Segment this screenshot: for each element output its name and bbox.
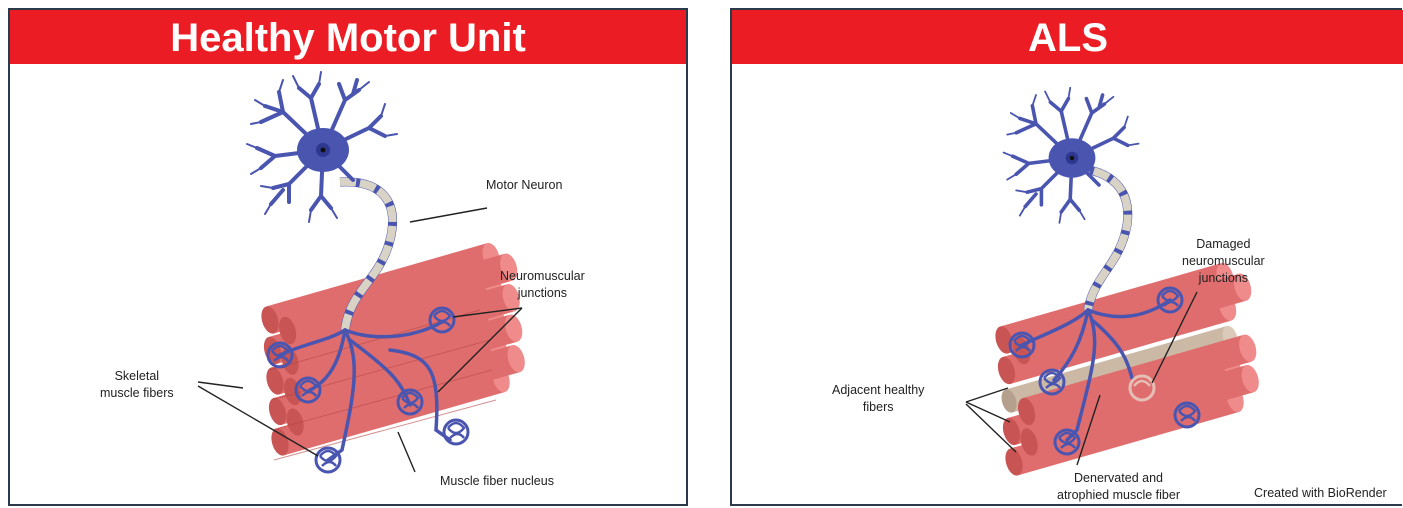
label-muscle-fiber-nucleus: Muscle fiber nucleus	[440, 473, 554, 490]
healthy-motor-unit-panel: Healthy Motor Unit	[8, 8, 688, 506]
als-muscle-fibers	[969, 257, 1283, 478]
als-axon	[1074, 168, 1128, 310]
als-illustration	[732, 10, 1403, 508]
als-panel: ALS	[730, 8, 1402, 506]
label-skeletal-line2: muscle fibers	[100, 385, 174, 402]
label-damaged-nmj: Damaged neuromuscular junctions	[1182, 236, 1265, 287]
label-damaged-line2: neuromuscular	[1182, 253, 1265, 270]
biorender-credit: Created with BioRender	[1254, 486, 1387, 500]
neuron-cell-body	[247, 72, 397, 222]
label-denervated-line2: atrophied muscle fiber	[1057, 487, 1180, 504]
label-motor-neuron: Motor Neuron	[486, 177, 562, 194]
label-nmj-line1: Neuromuscular	[500, 268, 585, 285]
als-neuron-cell-body	[1004, 88, 1139, 223]
label-denervated-fiber: Denervated and atrophied muscle fiber	[1057, 470, 1180, 504]
label-damaged-line3: junctions	[1182, 270, 1265, 287]
label-skeletal-muscle-fibers: Skeletal muscle fibers	[100, 368, 174, 402]
label-adjacent-line1: Adjacent healthy	[832, 382, 924, 399]
label-neuromuscular-junctions: Neuromuscular junctions	[500, 268, 585, 302]
label-adjacent-line2: fibers	[832, 399, 924, 416]
label-adjacent-healthy-fibers: Adjacent healthy fibers	[832, 382, 924, 416]
healthy-motor-unit-illustration	[10, 10, 690, 508]
label-damaged-line1: Damaged	[1182, 236, 1265, 253]
label-skeletal-line1: Skeletal	[100, 368, 174, 385]
label-denervated-line1: Denervated and	[1057, 470, 1180, 487]
label-nmj-line2: junctions	[500, 285, 585, 302]
